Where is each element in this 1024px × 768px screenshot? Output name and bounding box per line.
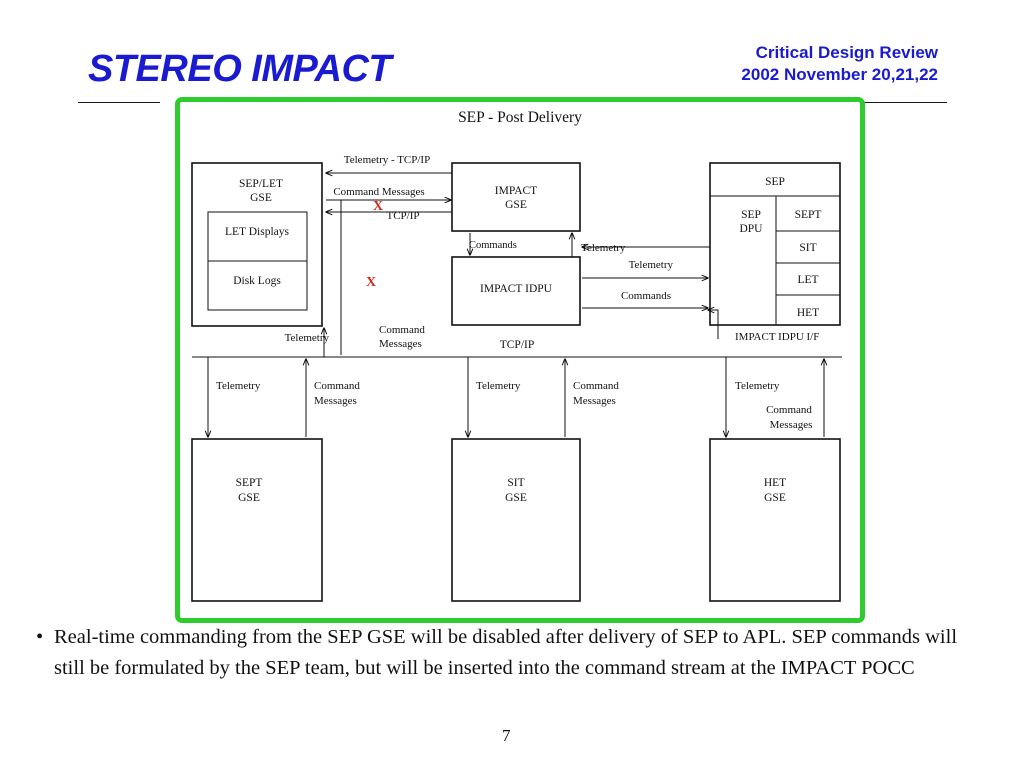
header-rule-right <box>864 102 947 103</box>
impact-gse-label-2: GSE <box>505 199 527 211</box>
telemetry-sep-label: Telemetry <box>629 259 674 271</box>
sit-command-label-2: Messages <box>573 395 616 407</box>
impact-gse-label-1: IMPACT <box>495 185 537 197</box>
sep-dpu-label-2: DPU <box>739 223 763 235</box>
page-number: 7 <box>502 726 511 745</box>
sep-let-gse-label-1: SEP/LET <box>239 178 283 190</box>
sept-gse-box <box>191 438 323 602</box>
sit-gse-box <box>451 438 581 602</box>
sept-gse-label-1: SEPT <box>236 477 263 489</box>
sit-label: SIT <box>799 242 816 254</box>
let-displays-label: LET Displays <box>225 226 290 238</box>
disk-logs-label: Disk Logs <box>233 275 281 287</box>
sit-telemetry-label: Telemetry <box>476 380 521 392</box>
het-gse-label-2: GSE <box>764 492 786 504</box>
commands-idpu-label: Commands <box>621 290 671 302</box>
impact-idpu-box <box>451 256 581 326</box>
review-info: Critical Design Review 2002 November 20,… <box>741 42 938 86</box>
bus-command-label-1: Command <box>379 324 425 336</box>
telemetry-tcpip-label: Telemetry - TCP/IP <box>344 154 430 166</box>
sep-let-gse-box <box>191 162 323 327</box>
sit-gse-label-2: GSE <box>505 492 527 504</box>
het-command-label-2: Messages <box>770 419 813 431</box>
review-title: Critical Design Review <box>755 43 938 62</box>
impact-idpu-label: IMPACT IDPU <box>480 283 553 295</box>
bus-command-label-2: Messages <box>379 338 422 350</box>
sep-post-delivery-diagram: SEP - Post Delivery <box>191 109 842 602</box>
disabled-mark-command: X <box>366 275 376 290</box>
sit-command-label-1: Command <box>573 380 619 392</box>
bus-telemetry-label: Telemetry <box>285 332 330 344</box>
slide-title: STEREO IMPACT <box>88 48 392 90</box>
het-gse-label-1: HET <box>764 477 786 489</box>
sept-telemetry-label: Telemetry <box>216 380 261 392</box>
review-dates: 2002 November 20,21,22 <box>741 65 938 84</box>
diagram-frame <box>175 97 865 623</box>
let-label: LET <box>797 274 818 286</box>
bullet-list: • Real-time commanding from the SEP GSE … <box>36 622 966 684</box>
header-rule-left <box>78 102 160 103</box>
telemetry-up-label: Telemetry <box>581 242 626 254</box>
sep-instrument-box <box>709 162 841 326</box>
impact-idpu-if-arrow <box>708 310 719 339</box>
disabled-mark-tcpip: X <box>373 199 383 214</box>
commands-label: Commands <box>469 240 517 251</box>
het-telemetry-label: Telemetry <box>735 380 780 392</box>
sept-command-label-1: Command <box>314 380 360 392</box>
het-command-label-1: Command <box>766 404 812 416</box>
sit-gse-label-1: SIT <box>507 477 524 489</box>
bullet-text: Real-time commanding from the SEP GSE wi… <box>54 626 958 679</box>
het-gse-box <box>709 438 841 602</box>
impact-gse-box <box>451 162 581 232</box>
diagram-title: SEP - Post Delivery <box>458 109 582 126</box>
bullet-dot: • <box>36 626 44 648</box>
sep-let-gse-label-2: GSE <box>250 192 272 204</box>
tcpip-label: TCP/IP <box>386 210 419 222</box>
sept-gse-label-2: GSE <box>238 492 260 504</box>
impact-idpu-if-label: IMPACT IDPU I/F <box>735 331 819 343</box>
sept-label: SEPT <box>795 209 822 221</box>
bus-tcpip-label: TCP/IP <box>500 339 535 351</box>
sep-dpu-label-1: SEP <box>741 209 761 221</box>
sep-label: SEP <box>765 176 785 188</box>
het-label: HET <box>797 307 819 319</box>
sept-command-label-2: Messages <box>314 395 357 407</box>
command-messages-label: Command Messages <box>333 186 424 198</box>
